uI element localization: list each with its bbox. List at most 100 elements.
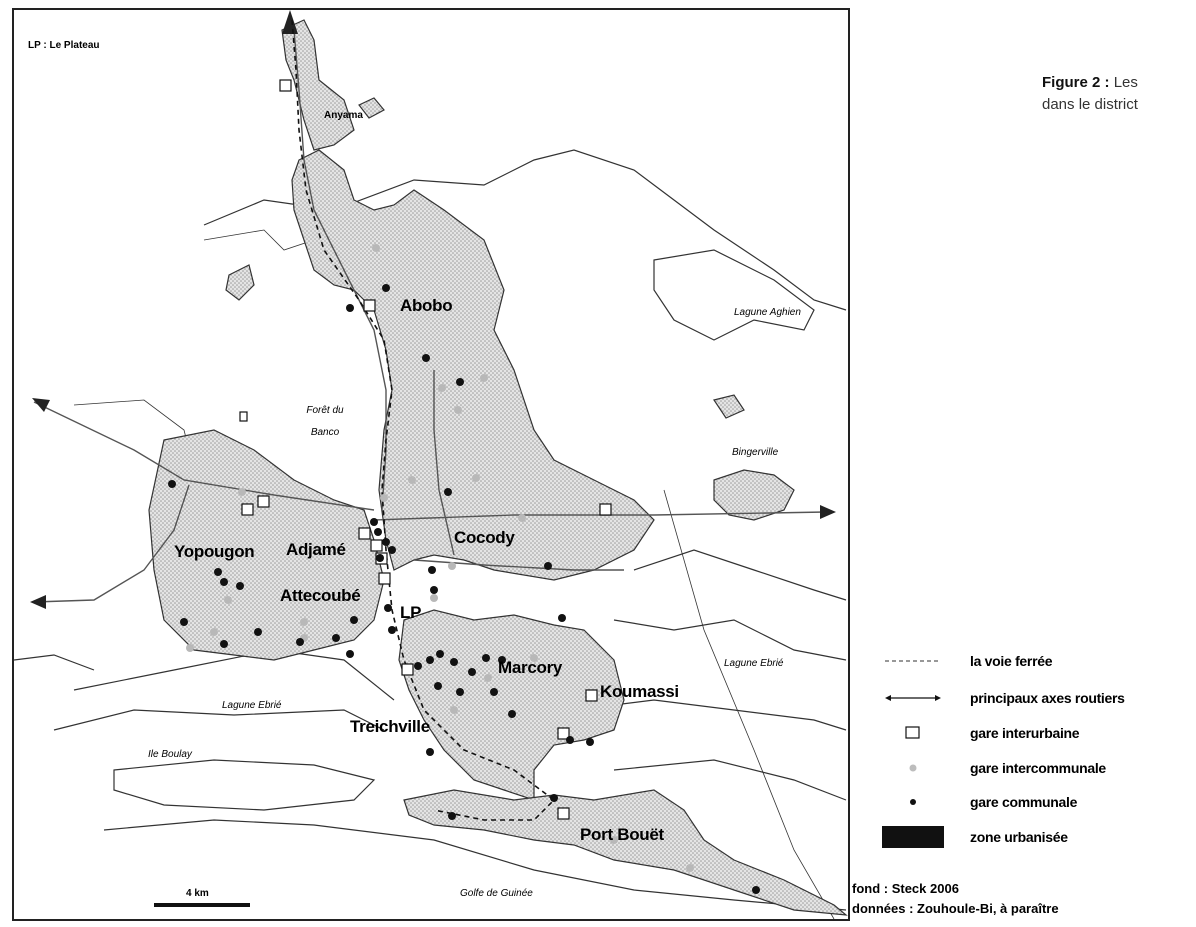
station-grey-dot xyxy=(408,476,416,484)
road-cocody-east xyxy=(413,559,624,571)
label-yopougon: Yopougon xyxy=(174,542,255,561)
station-grey-dot xyxy=(186,644,194,652)
station-black-dot xyxy=(382,284,390,292)
station-black-dot xyxy=(482,654,490,662)
label-lp: LP xyxy=(400,603,422,622)
open-square-icon xyxy=(880,722,946,744)
station-black-dot xyxy=(254,628,262,636)
legend-label-roads: principaux axes routiers xyxy=(970,690,1125,706)
station-grey-dot xyxy=(224,596,232,604)
figure-caption: Figure 2 : Les dans le district xyxy=(1042,72,1138,116)
station-square xyxy=(557,727,570,740)
legend-label-interurban: gare interurbaine xyxy=(970,725,1080,741)
road-west-south xyxy=(33,484,190,603)
station-black-dot xyxy=(388,626,396,634)
double-arrow-icon xyxy=(880,687,946,709)
legend-label-railway: la voie ferrée xyxy=(970,653,1053,669)
arrow-east-icon xyxy=(820,505,836,519)
lagoon-outline-south xyxy=(73,649,395,701)
arrow-west-icon xyxy=(32,398,50,412)
intercommunal-stations xyxy=(186,244,694,872)
label-lagune-ebrie-west: Lagune Ebrié xyxy=(222,700,282,711)
lagoon-outline-south2 xyxy=(53,709,385,731)
station-black-dot xyxy=(332,634,340,642)
road-west-north xyxy=(33,401,375,511)
station-black-dot xyxy=(346,304,354,312)
station-black-dot xyxy=(180,618,188,626)
road-east xyxy=(373,511,827,521)
legend-row-interurban: gare interurbaine xyxy=(880,722,1080,744)
station-black-dot xyxy=(550,794,558,802)
lagoon-outline-east2 xyxy=(613,619,847,661)
urban-abobo-corridor xyxy=(291,149,655,581)
station-grey-dot xyxy=(300,618,308,626)
station-black-dot xyxy=(376,554,384,562)
label-marcory: Marcory xyxy=(498,658,563,677)
legend-label-urban: zone urbanisée xyxy=(970,829,1068,845)
legend-row-communal: gare communale xyxy=(880,791,1077,813)
station-black-dot xyxy=(450,658,458,666)
scale-bar xyxy=(154,903,250,907)
station-black-dot xyxy=(434,682,442,690)
station-black-dot xyxy=(350,616,358,624)
label-attecoube: Attecoubé xyxy=(280,586,361,605)
station-black-dot xyxy=(168,480,176,488)
label-anyama: Anyama xyxy=(324,110,363,121)
station-black-dot xyxy=(490,688,498,696)
station-black-dot xyxy=(220,640,228,648)
station-grey-dot xyxy=(610,836,618,844)
station-black-dot xyxy=(388,546,396,554)
credits-fond: fond : Steck 2006 xyxy=(852,881,959,896)
station-black-dot xyxy=(752,886,760,894)
district-limit-north xyxy=(203,229,315,251)
station-black-dot xyxy=(544,562,552,570)
label-golfe-guinee: Golfe de Guinée xyxy=(460,888,533,899)
caption-figure-number: Figure 2 : xyxy=(1042,74,1110,91)
station-grey-dot xyxy=(380,494,388,502)
legend-row-urban: zone urbanisée xyxy=(880,826,1068,848)
station-black-dot xyxy=(468,668,476,676)
communal-stations xyxy=(168,284,760,894)
station-black-dot xyxy=(214,568,222,576)
station-black-dot xyxy=(422,354,430,362)
arrow-west-south-icon xyxy=(30,595,46,609)
arrow-north-icon xyxy=(282,10,298,34)
station-grey-dot xyxy=(430,594,438,602)
lagoon-outline-west xyxy=(14,654,95,671)
urban-marcory-koumassi xyxy=(398,609,625,801)
station-grey-dot xyxy=(450,706,458,714)
station-black-dot xyxy=(374,528,382,536)
station-square xyxy=(358,527,371,540)
lagoon-outline-east3 xyxy=(573,699,847,731)
legend-row-railway: la voie ferrée xyxy=(880,650,1052,672)
grey-dot-icon xyxy=(880,757,946,779)
lagoon-outline-east xyxy=(633,549,847,601)
station-grey-dot xyxy=(210,628,218,636)
map-credits: fond : Steck 2006 données : Zouhoule-Bi,… xyxy=(852,879,1059,919)
station-grey-dot xyxy=(438,384,446,392)
black-rectangle-icon xyxy=(880,826,946,848)
black-dot-icon xyxy=(880,791,946,813)
station-square xyxy=(363,299,376,312)
station-grey-dot xyxy=(454,406,462,414)
station-black-dot xyxy=(428,566,436,574)
station-square xyxy=(557,807,570,820)
caption-line-1: Les xyxy=(1113,74,1138,91)
dashed-line-icon xyxy=(880,650,946,672)
urban-yopougon xyxy=(148,429,385,661)
station-square xyxy=(378,572,391,585)
station-black-dot xyxy=(296,638,304,646)
main-roads xyxy=(33,29,827,603)
road-arrows xyxy=(30,10,836,609)
station-square xyxy=(239,411,248,422)
credits-donnees: données : Zouhoule-Bi, à paraître xyxy=(852,901,1059,916)
station-black-dot xyxy=(456,378,464,386)
station-black-dot xyxy=(414,662,422,670)
station-grey-dot xyxy=(686,864,694,872)
station-black-dot xyxy=(498,656,506,664)
station-black-dot xyxy=(384,604,392,612)
urban-anyama xyxy=(281,19,355,151)
station-black-dot xyxy=(448,812,456,820)
station-square xyxy=(257,495,270,508)
station-black-dot xyxy=(456,688,464,696)
